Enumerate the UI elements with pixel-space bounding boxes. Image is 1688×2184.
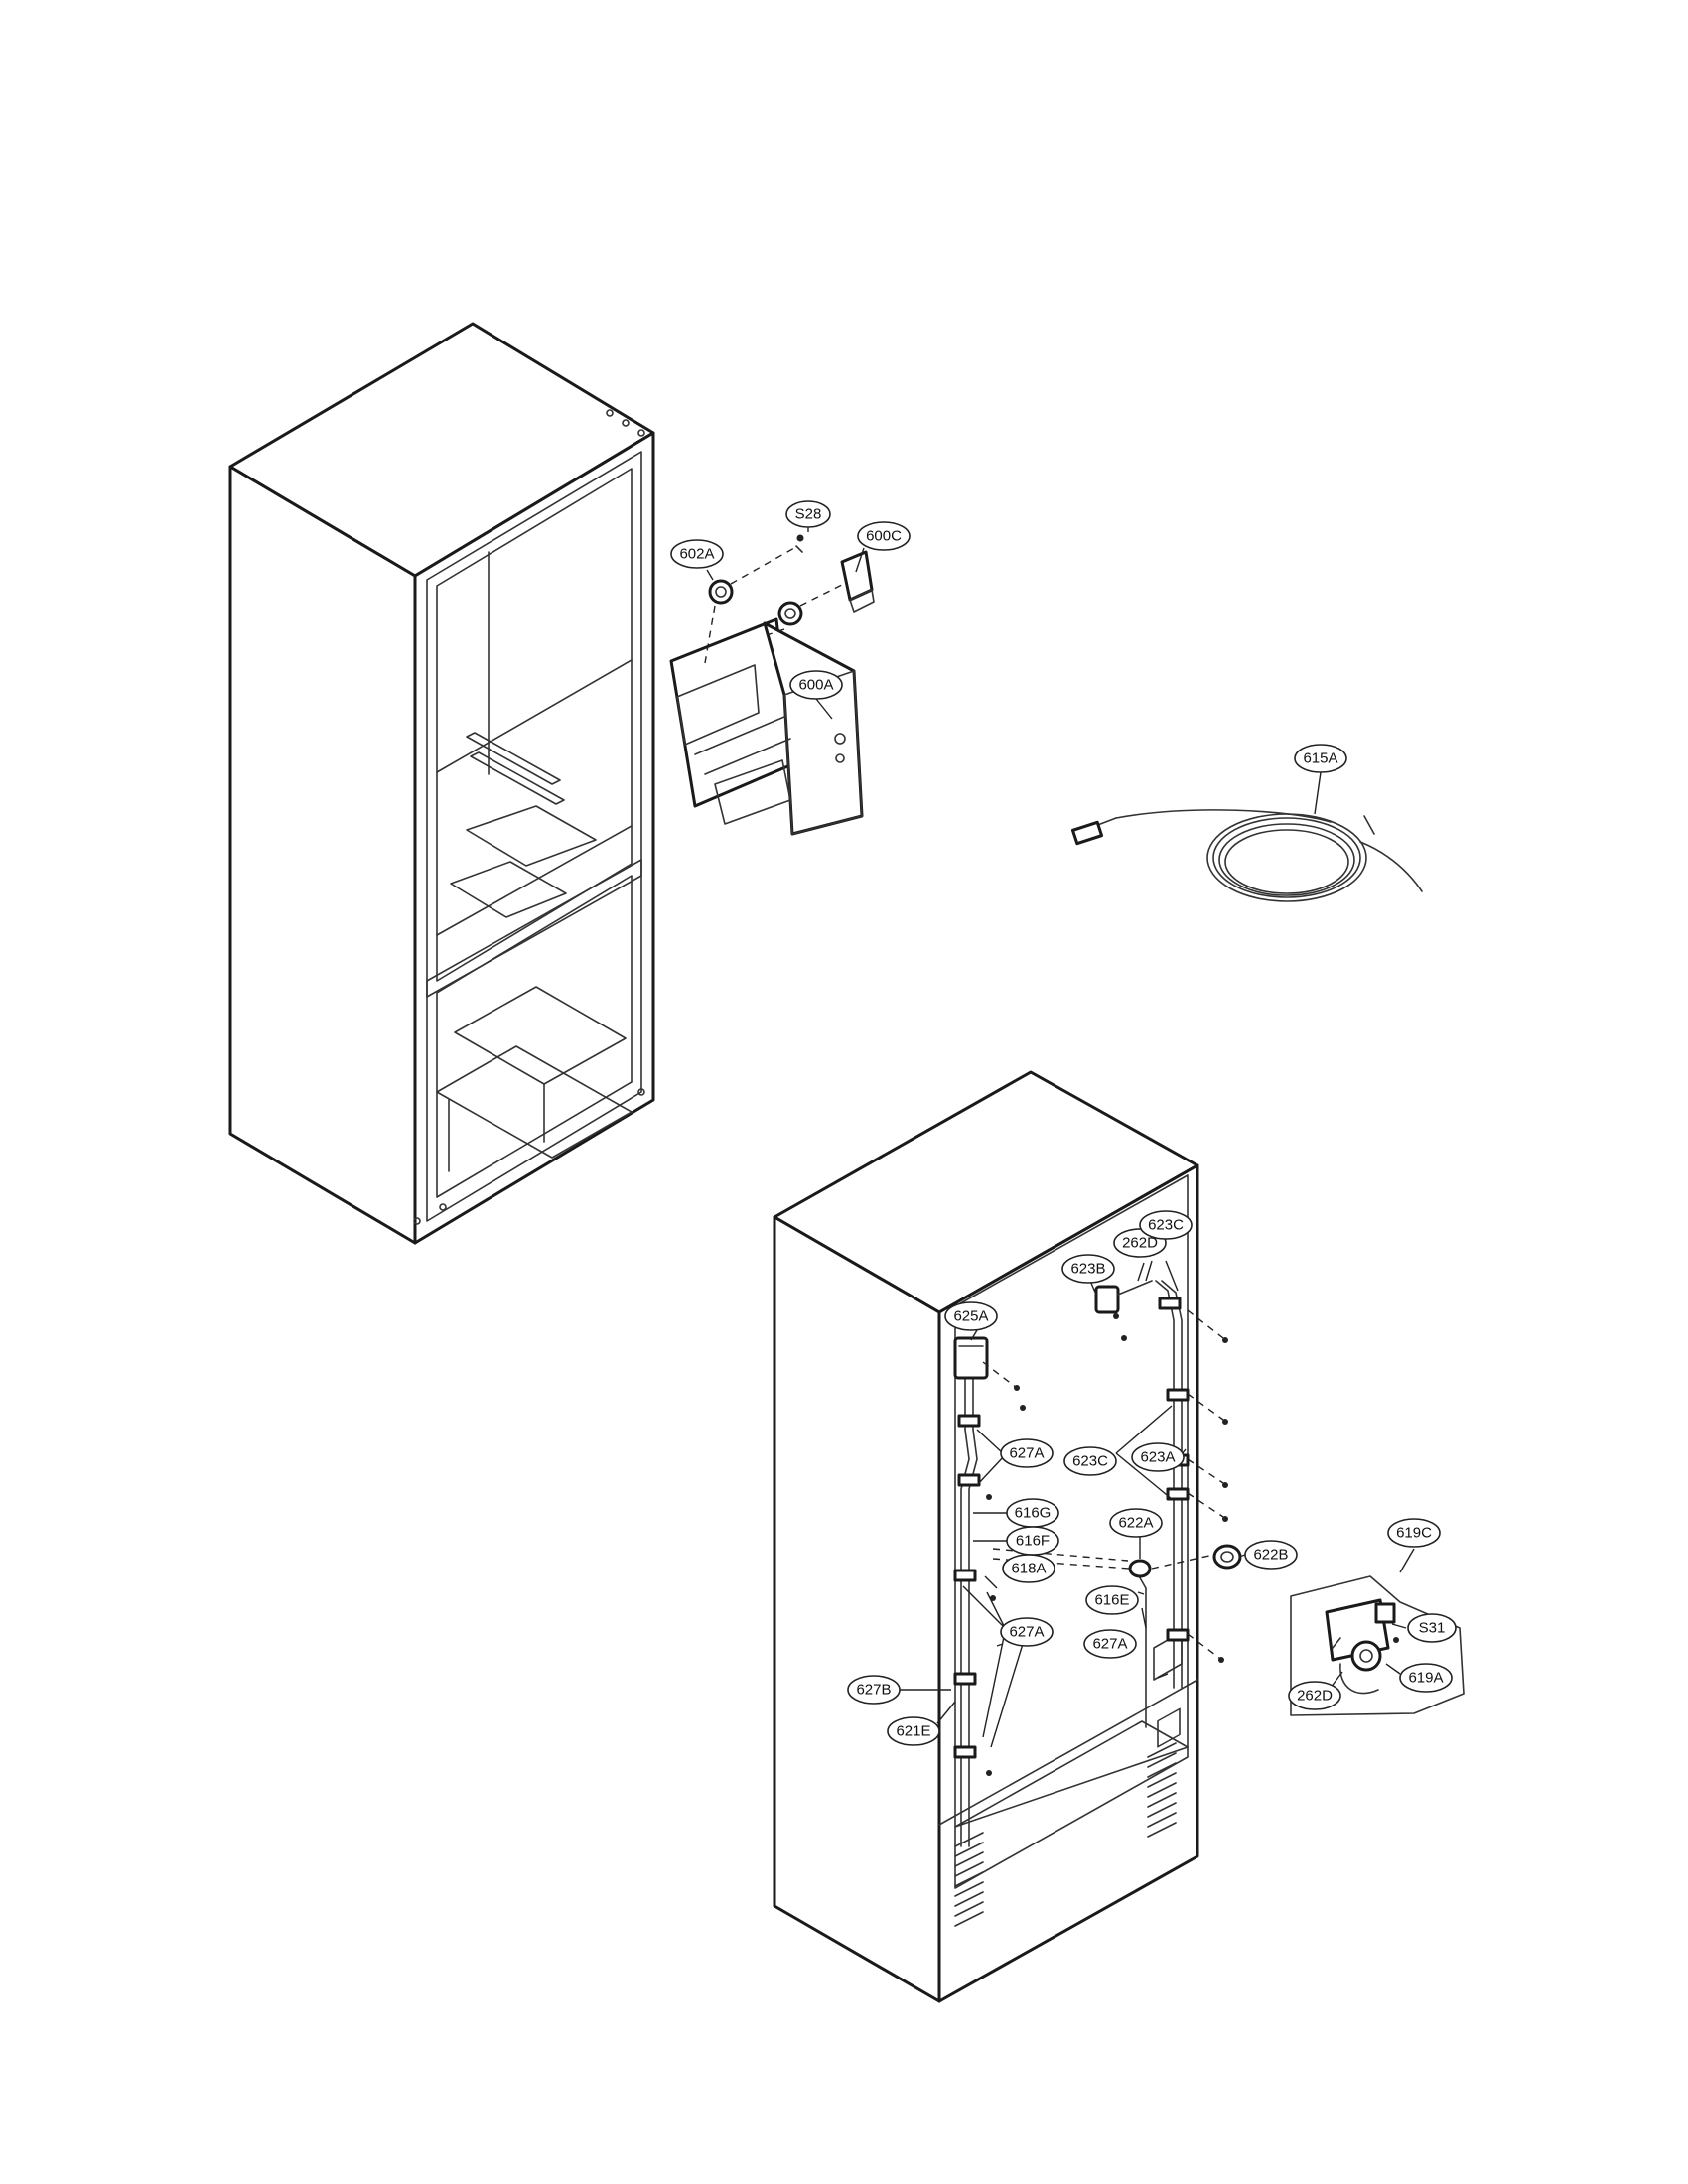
svg-text:627B: 627B bbox=[856, 1682, 891, 1699]
callout-S28: S28 bbox=[785, 500, 831, 528]
svg-text:619A: 619A bbox=[1408, 1670, 1443, 1687]
callout-600A: 600A bbox=[789, 670, 843, 700]
svg-text:616F: 616F bbox=[1016, 1533, 1050, 1550]
svg-text:262D: 262D bbox=[1122, 1235, 1158, 1252]
callout-625A: 625A bbox=[944, 1301, 998, 1331]
alignment-line bbox=[992, 1558, 1131, 1570]
svg-text:600C: 600C bbox=[866, 528, 902, 545]
alignment-line bbox=[704, 605, 716, 664]
water-filter-head bbox=[953, 1336, 989, 1380]
callout-S31: S31 bbox=[1407, 1613, 1457, 1643]
callout-262D-valve: 262D bbox=[1288, 1681, 1341, 1710]
callout-623C-top: 623C bbox=[1139, 1210, 1193, 1240]
svg-text:262D: 262D bbox=[1297, 1688, 1333, 1705]
mounting-nut bbox=[708, 579, 803, 626]
svg-text:623C: 623C bbox=[1148, 1217, 1184, 1234]
callout-619C: 619C bbox=[1387, 1518, 1441, 1548]
grommet bbox=[1212, 1544, 1242, 1570]
ice-maker-assembly bbox=[669, 617, 864, 836]
alignment-line bbox=[766, 628, 785, 636]
svg-text:627A: 627A bbox=[1092, 1636, 1127, 1653]
callout-622B: 622B bbox=[1244, 1540, 1298, 1570]
callout-621E: 621E bbox=[887, 1716, 940, 1746]
alignment-line bbox=[1151, 1554, 1214, 1570]
water-tube-left bbox=[960, 1369, 978, 1847]
callout-627A-upper: 627A bbox=[1000, 1438, 1054, 1468]
refrigerator-cabinet-front bbox=[228, 322, 655, 1245]
callout-615A: 615A bbox=[1294, 744, 1347, 773]
leader-lines bbox=[706, 526, 1415, 1748]
screw-s28 bbox=[795, 534, 804, 553]
svg-text:616G: 616G bbox=[1015, 1505, 1052, 1522]
svg-text:602A: 602A bbox=[679, 546, 714, 563]
svg-text:615A: 615A bbox=[1303, 751, 1337, 767]
svg-text:616E: 616E bbox=[1094, 1592, 1129, 1609]
water-valve bbox=[1094, 1280, 1153, 1314]
alignment-line bbox=[799, 583, 845, 607]
vent-grille bbox=[1147, 1742, 1177, 1838]
callout-618A: 618A bbox=[1002, 1554, 1055, 1583]
callout-616F: 616F bbox=[1006, 1526, 1059, 1556]
callout-623A: 623A bbox=[1131, 1442, 1185, 1472]
callout-627A-right: 627A bbox=[1083, 1629, 1137, 1659]
inlet-valve-assembly bbox=[1290, 1575, 1465, 1716]
callout-623C-mid: 623C bbox=[1063, 1446, 1117, 1476]
svg-text:622A: 622A bbox=[1118, 1515, 1153, 1532]
svg-text:627A: 627A bbox=[1009, 1624, 1044, 1641]
svg-text:625A: 625A bbox=[953, 1308, 988, 1325]
svg-text:622B: 622B bbox=[1253, 1547, 1288, 1564]
tube-clamp bbox=[953, 1297, 1190, 1759]
svg-text:623A: 623A bbox=[1140, 1449, 1175, 1466]
svg-text:600A: 600A bbox=[798, 677, 833, 694]
alignment-line bbox=[730, 547, 795, 585]
svg-text:627A: 627A bbox=[1009, 1445, 1044, 1462]
callout-627B: 627B bbox=[847, 1675, 901, 1705]
svg-text:621E: 621E bbox=[896, 1723, 930, 1740]
callout-627A-lower: 627A bbox=[1000, 1617, 1054, 1647]
svg-text:618A: 618A bbox=[1011, 1561, 1046, 1577]
svg-text:623B: 623B bbox=[1070, 1261, 1105, 1278]
svg-text:623C: 623C bbox=[1072, 1453, 1108, 1470]
water-supply-tube bbox=[1070, 809, 1423, 902]
callout-623B: 623B bbox=[1061, 1254, 1115, 1284]
svg-text:S31: S31 bbox=[1419, 1620, 1446, 1637]
alignment-line bbox=[1187, 1633, 1220, 1659]
callout-600C: 600C bbox=[857, 521, 911, 551]
callout-622A: 622A bbox=[1109, 1508, 1163, 1538]
callout-602A: 602A bbox=[670, 539, 724, 569]
callout-616E: 616E bbox=[1085, 1585, 1139, 1615]
callout-616G: 616G bbox=[1006, 1498, 1059, 1528]
refrigerator-cabinet-rear bbox=[773, 1070, 1199, 2003]
callout-619A: 619A bbox=[1399, 1663, 1453, 1693]
svg-text:619C: 619C bbox=[1396, 1525, 1432, 1542]
alignment-line bbox=[992, 1548, 1129, 1562]
screw bbox=[986, 1313, 1228, 1776]
svg-text:S28: S28 bbox=[795, 506, 822, 523]
ice-maker-bracket bbox=[840, 550, 875, 613]
tube-connector bbox=[1128, 1559, 1152, 1578]
